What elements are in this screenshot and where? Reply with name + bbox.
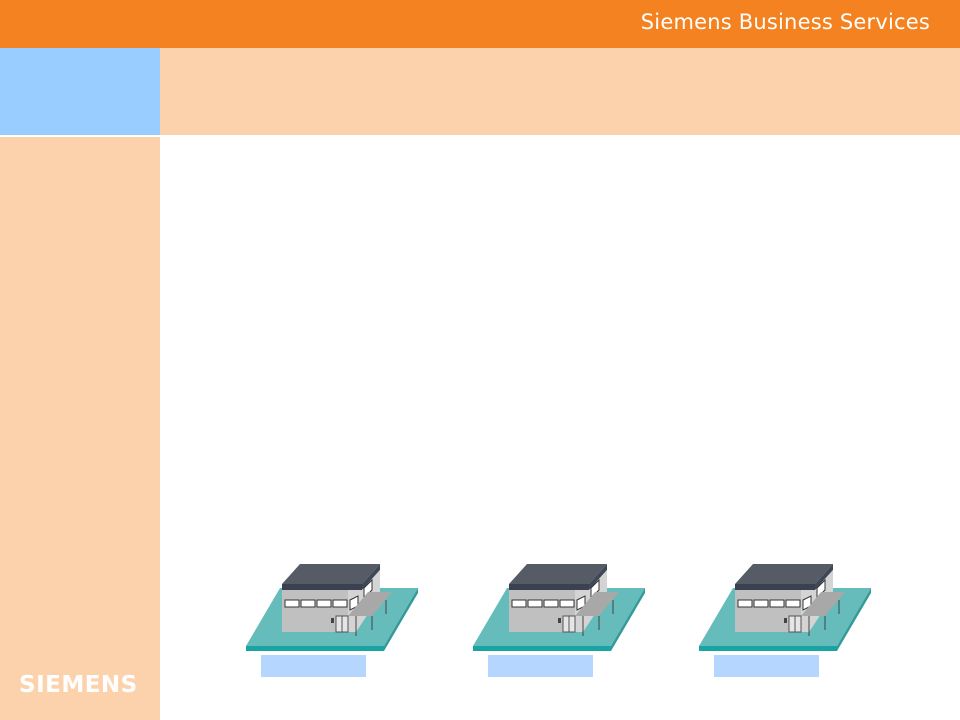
factory-building-icon: [473, 564, 645, 651]
brand-title: Siemens Business Services: [640, 10, 930, 34]
title-band: [160, 48, 960, 135]
site-label-box: [261, 655, 366, 677]
site-label-box: [714, 655, 819, 677]
factory-building-icon: [246, 564, 418, 651]
site-1: [246, 560, 426, 680]
sidebar-panel: [0, 135, 160, 720]
accent-block: [0, 48, 160, 135]
factory-building-icon: [699, 564, 871, 651]
siemens-logo: SIEMENS: [19, 672, 138, 698]
site-3: [699, 560, 879, 680]
site-label-box: [488, 655, 593, 677]
divider: [0, 135, 960, 137]
site-2: [473, 560, 653, 680]
header-bar: Siemens Business Services: [0, 0, 960, 48]
